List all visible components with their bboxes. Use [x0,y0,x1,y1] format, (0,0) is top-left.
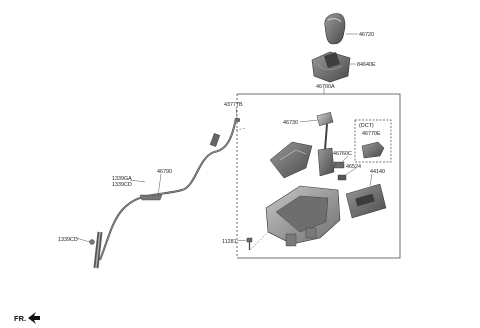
shift-knob-46720 [324,13,346,45]
assembly-frame [236,93,401,259]
label-dct: (DCT) [359,123,374,129]
shift-boot-84640E [311,51,351,83]
leader-lines [75,33,373,251]
label-46730: 46730 [283,120,298,126]
label-1339CD-bottom: 1339CD [58,237,78,243]
label-1339CD-top: 1339CD [112,182,132,188]
base-housing [265,185,341,247]
direction-label: FR. [14,314,26,323]
bracket-46760C [333,161,347,181]
label-44140: 44140 [370,169,385,175]
label-46524: 46524 [346,164,361,170]
label-1339GA: 1339GA [112,176,132,182]
indicator-44140 [345,183,387,219]
label-46770E: 46770E [362,131,381,137]
dct-box [354,119,392,163]
label-46720: 46720 [359,32,374,38]
label-46760C: 46760C [333,151,352,157]
selector-body [269,141,313,179]
lever-46730 [316,112,335,177]
label-46700A: 46700A [316,84,335,90]
label-43777B: 43777B [224,102,243,108]
label-46790: 46790 [157,169,172,175]
label-84640E: 84640E [357,62,376,68]
bolt-11281 [246,237,253,250]
label-11281: 11281 [222,239,237,245]
direction-arrow-icon [28,312,40,324]
dct-part-46770E [361,141,385,159]
shift-cable-46790 [89,117,241,269]
